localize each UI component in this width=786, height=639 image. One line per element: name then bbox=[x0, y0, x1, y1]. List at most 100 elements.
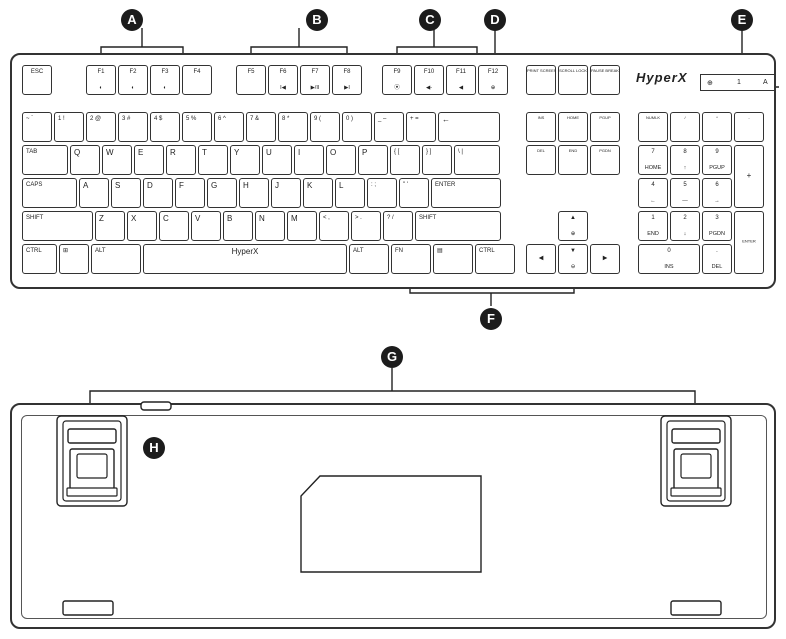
left-key-shift[interactable]: SHIFT bbox=[22, 211, 93, 241]
key-symbol[interactable]: > . bbox=[351, 211, 381, 241]
key-f2[interactable]: F2◐ bbox=[118, 65, 148, 95]
numpad-decimal[interactable]: .DEL bbox=[702, 244, 732, 274]
key-symbol[interactable]: ← bbox=[438, 112, 500, 142]
key-z[interactable]: Z bbox=[95, 211, 125, 241]
key-x[interactable]: X bbox=[127, 211, 157, 241]
key-4[interactable]: 4 $ bbox=[150, 112, 180, 142]
numpad-2[interactable]: 2↓ bbox=[670, 211, 700, 241]
key-d[interactable]: D bbox=[143, 178, 173, 208]
key-enter[interactable]: ENTER bbox=[431, 178, 501, 208]
key-6[interactable]: 6 ^ bbox=[214, 112, 244, 142]
key-2[interactable]: 2 @ bbox=[86, 112, 116, 142]
key-s[interactable]: S bbox=[111, 178, 141, 208]
key-7[interactable]: 7 & bbox=[246, 112, 276, 142]
numpad-numlk[interactable]: NUMLK bbox=[638, 112, 668, 142]
key-symbol[interactable]: } ] bbox=[422, 145, 452, 175]
key-l[interactable]: L bbox=[335, 178, 365, 208]
numpad-symbol[interactable]: - bbox=[734, 112, 764, 142]
key-symbol[interactable]: ? / bbox=[383, 211, 413, 241]
key-symbol[interactable]: < , bbox=[319, 211, 349, 241]
numpad-6[interactable]: 6→ bbox=[702, 178, 732, 208]
key-symbol[interactable]: { [ bbox=[390, 145, 420, 175]
key-tab[interactable]: TAB bbox=[22, 145, 68, 175]
key-p[interactable]: P bbox=[358, 145, 388, 175]
key-print-screen[interactable]: PRINT SCREEN bbox=[526, 65, 556, 95]
key-9[interactable]: 9 ( bbox=[310, 112, 340, 142]
key-0[interactable]: 0 ) bbox=[342, 112, 372, 142]
key-f12[interactable]: F12⊕ bbox=[478, 65, 508, 95]
key-f7[interactable]: F7▶/II bbox=[300, 65, 330, 95]
key-w[interactable]: W bbox=[102, 145, 132, 175]
key-f1[interactable]: F1◐ bbox=[86, 65, 116, 95]
key-g[interactable]: G bbox=[207, 178, 237, 208]
key-3[interactable]: 3 # bbox=[118, 112, 148, 142]
windows-key[interactable]: ⊞ bbox=[59, 244, 89, 274]
spacebar[interactable]: HyperX bbox=[143, 244, 347, 274]
key-h[interactable]: H bbox=[239, 178, 269, 208]
right-key-shift[interactable]: SHIFT bbox=[415, 211, 501, 241]
key-k[interactable]: K bbox=[303, 178, 333, 208]
key-n[interactable]: N bbox=[255, 211, 285, 241]
key-symbol[interactable]: \ | bbox=[454, 145, 500, 175]
key-i[interactable]: I bbox=[294, 145, 324, 175]
key-f9[interactable]: F9⦿ bbox=[382, 65, 412, 95]
key-home[interactable]: HOME bbox=[558, 112, 588, 142]
key-symbol[interactable]: + = bbox=[406, 112, 436, 142]
menu-key[interactable]: ▤ bbox=[433, 244, 473, 274]
key-f10[interactable]: F10◀- bbox=[414, 65, 444, 95]
key-v[interactable]: V bbox=[191, 211, 221, 241]
key-o[interactable]: O bbox=[326, 145, 356, 175]
arrow-up-key[interactable]: ▲⊕ bbox=[558, 211, 588, 241]
key-u[interactable]: U bbox=[262, 145, 292, 175]
left-ctrl-key[interactable]: CTRL bbox=[22, 244, 57, 274]
key-f8[interactable]: F8▶I bbox=[332, 65, 362, 95]
numpad-enter[interactable]: ENTER bbox=[734, 211, 764, 274]
key-5[interactable]: 5 % bbox=[182, 112, 212, 142]
key-pgdn[interactable]: PGDN bbox=[590, 145, 620, 175]
numpad-plus[interactable]: + bbox=[734, 145, 764, 208]
fn-key[interactable]: FN bbox=[391, 244, 431, 274]
key-m[interactable]: M bbox=[287, 211, 317, 241]
key-e[interactable]: E bbox=[134, 145, 164, 175]
key-1[interactable]: 1 ! bbox=[54, 112, 84, 142]
numpad-5[interactable]: 5— bbox=[670, 178, 700, 208]
key-pause-break[interactable]: PAUSE BREAK bbox=[590, 65, 620, 95]
key-y[interactable]: Y bbox=[230, 145, 260, 175]
key-symbol[interactable]: ~ ` bbox=[22, 112, 52, 142]
key-scroll-lock[interactable]: SCROLL LOCK bbox=[558, 65, 588, 95]
numpad-8[interactable]: 8↑ bbox=[670, 145, 700, 175]
key-f5[interactable]: F5 bbox=[236, 65, 266, 95]
right-alt-key[interactable]: ALT bbox=[349, 244, 389, 274]
numpad-symbol[interactable]: * bbox=[702, 112, 732, 142]
key-symbol[interactable]: _ – bbox=[374, 112, 404, 142]
key-a[interactable]: A bbox=[79, 178, 109, 208]
numpad-symbol[interactable]: / bbox=[670, 112, 700, 142]
left-alt-key[interactable]: ALT bbox=[91, 244, 141, 274]
key-f11[interactable]: F11◀ bbox=[446, 65, 476, 95]
arrow-left-key[interactable]: ◀ bbox=[526, 244, 556, 274]
arrow-right-key[interactable]: ▶ bbox=[590, 244, 620, 274]
key-ins[interactable]: INS bbox=[526, 112, 556, 142]
key-j[interactable]: J bbox=[271, 178, 301, 208]
key-8[interactable]: 8 * bbox=[278, 112, 308, 142]
key-symbol[interactable]: : ; bbox=[367, 178, 397, 208]
numpad-4[interactable]: 4← bbox=[638, 178, 668, 208]
arrow-down-key[interactable]: ▼⊖ bbox=[558, 244, 588, 274]
key-f3[interactable]: F3◐ bbox=[150, 65, 180, 95]
key-esc[interactable]: ESC bbox=[22, 65, 52, 95]
key-b[interactable]: B bbox=[223, 211, 253, 241]
key-end[interactable]: END bbox=[558, 145, 588, 175]
key-f[interactable]: F bbox=[175, 178, 205, 208]
key-symbol[interactable]: " ' bbox=[399, 178, 429, 208]
key-del[interactable]: DEL bbox=[526, 145, 556, 175]
key-q[interactable]: Q bbox=[70, 145, 100, 175]
key-f4[interactable]: F4 bbox=[182, 65, 212, 95]
key-c[interactable]: C bbox=[159, 211, 189, 241]
right-ctrl-key[interactable]: CTRL bbox=[475, 244, 515, 274]
